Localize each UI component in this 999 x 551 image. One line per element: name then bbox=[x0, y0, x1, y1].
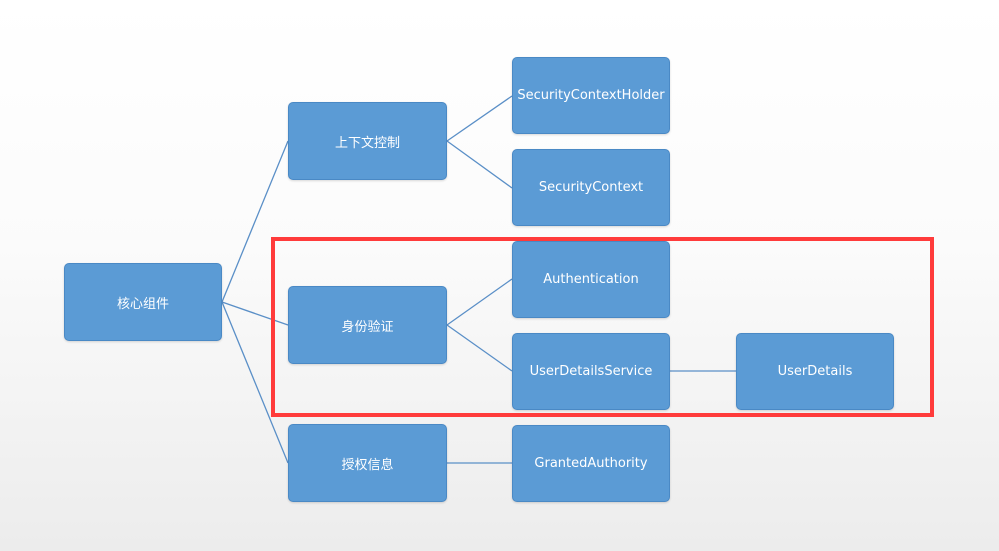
connector-auth-uds bbox=[446, 324, 513, 372]
node-authentication-group-label: 身份验证 bbox=[341, 319, 394, 335]
node-authentication-group[interactable]: 身份验证 bbox=[288, 286, 447, 364]
node-user-details-service[interactable]: UserDetailsService bbox=[512, 333, 670, 410]
connector-context-sch bbox=[446, 95, 513, 142]
connector-core-auth bbox=[221, 301, 289, 326]
node-security-context-holder[interactable]: SecurityContextHolder bbox=[512, 57, 670, 134]
connector-core-context bbox=[221, 140, 289, 303]
node-security-context[interactable]: SecurityContext bbox=[512, 149, 670, 226]
connector-auth-authentication bbox=[446, 278, 513, 326]
node-context-control[interactable]: 上下文控制 bbox=[288, 102, 447, 180]
node-granted-authority-label: GrantedAuthority bbox=[534, 456, 648, 471]
node-user-details-service-label: UserDetailsService bbox=[529, 364, 653, 379]
node-authentication-label: Authentication bbox=[543, 272, 639, 287]
connector-context-sc bbox=[446, 140, 513, 189]
node-authentication[interactable]: Authentication bbox=[512, 241, 670, 318]
node-authorization-info-label: 授权信息 bbox=[341, 457, 394, 473]
node-granted-authority[interactable]: GrantedAuthority bbox=[512, 425, 670, 502]
node-context-control-label: 上下文控制 bbox=[334, 135, 400, 151]
node-authorization-info[interactable]: 授权信息 bbox=[288, 424, 447, 502]
node-security-context-holder-label: SecurityContextHolder bbox=[517, 88, 665, 103]
node-core-components-label: 核心组件 bbox=[116, 296, 169, 312]
node-core-components[interactable]: 核心组件 bbox=[64, 263, 222, 341]
node-security-context-label: SecurityContext bbox=[538, 180, 644, 195]
node-user-details-label: UserDetails bbox=[777, 364, 853, 379]
connector-core-authz bbox=[221, 301, 289, 464]
node-user-details[interactable]: UserDetails bbox=[736, 333, 894, 410]
